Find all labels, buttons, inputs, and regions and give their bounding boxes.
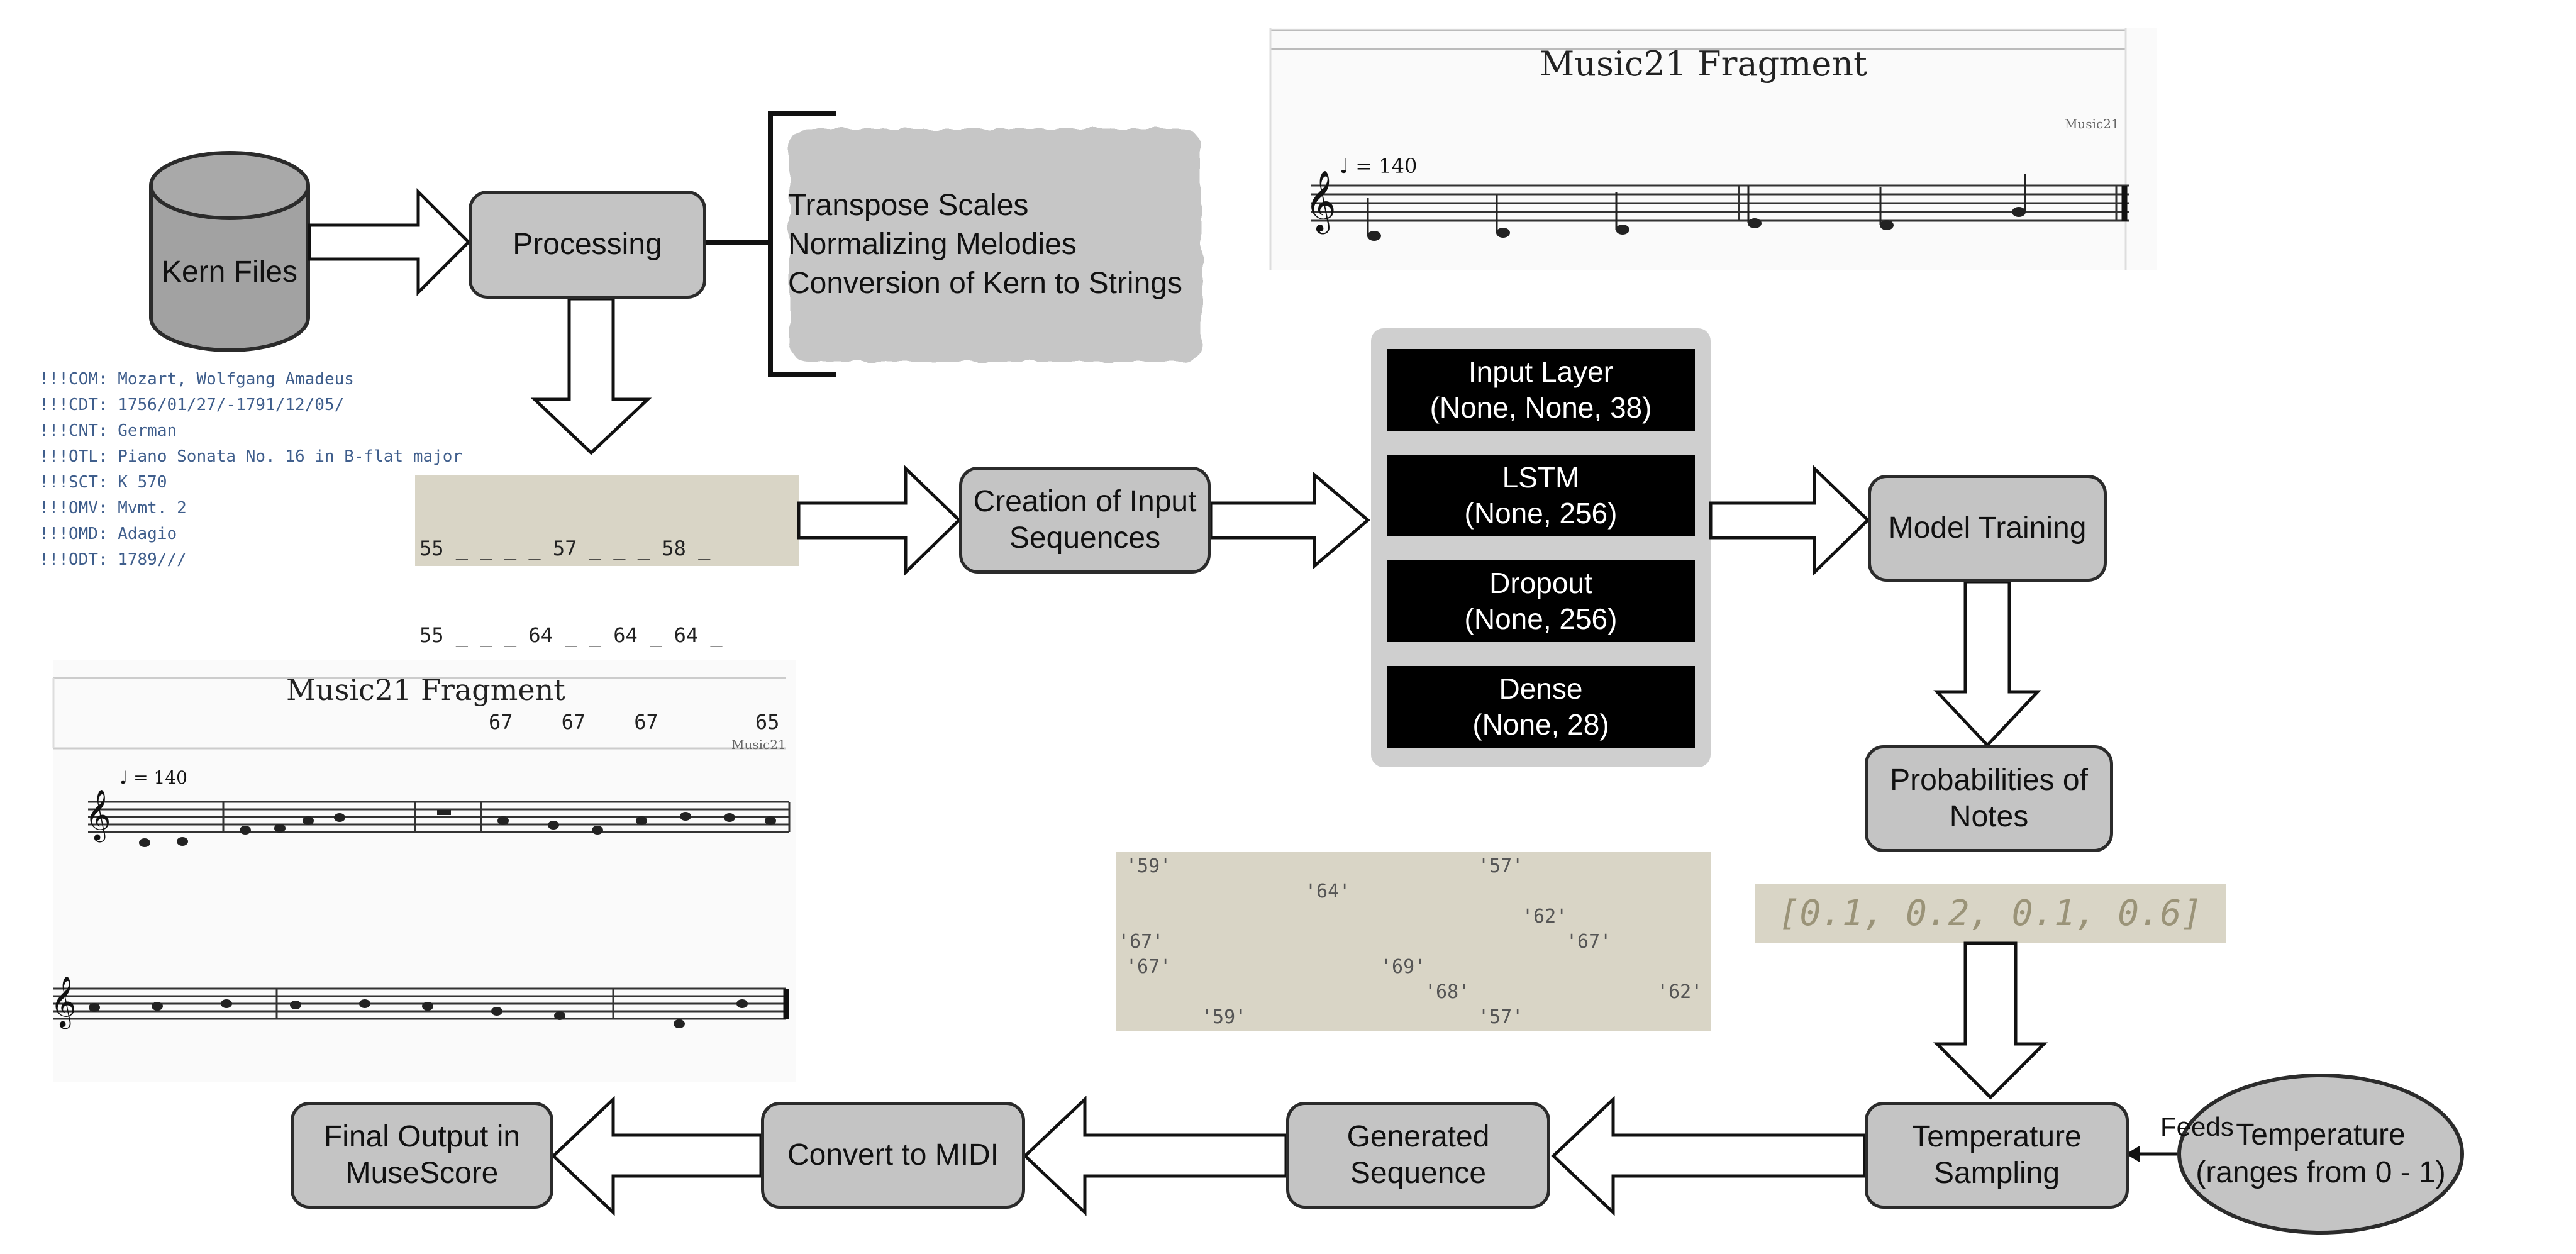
kern-header-line: !!!OMD: Adagio bbox=[39, 524, 177, 543]
arrow-sequence-to-creation bbox=[797, 465, 962, 576]
temperature-sampling-label: Temperature Sampling bbox=[1912, 1120, 2082, 1190]
processing-label: Processing bbox=[513, 228, 662, 262]
final-output-label: Final Output in MuseScore bbox=[323, 1120, 521, 1190]
music21-fragment-sub: Music21 bbox=[2065, 116, 2119, 131]
music21-fragment-title: Music21 Fragment bbox=[1540, 44, 1867, 84]
generated-token: '62' bbox=[1657, 981, 1703, 1003]
kern-files-label: Kern Files bbox=[161, 255, 298, 289]
string-sequence-line: 55 _ _ _ _ 57 _ _ _ 58 _ bbox=[419, 536, 711, 560]
generated-tokens-panel bbox=[1116, 852, 1711, 1031]
kern-header-line: !!!CDT: 1756/01/27/-1791/12/05/ bbox=[39, 396, 345, 414]
convert-to-midi-label: Convert to MIDI bbox=[787, 1138, 999, 1172]
model-layer-lstm: LSTM (None, 256) bbox=[1387, 455, 1695, 536]
processing-steps: Transpose Scales Normalizing Melodies Co… bbox=[788, 186, 1182, 303]
final-output-box: Final Output in MuseScore bbox=[291, 1102, 553, 1209]
arrow-midi-to-output bbox=[551, 1096, 763, 1216]
temperature-label: Temperature (ranges from 0 - 1) bbox=[2179, 1116, 2462, 1192]
model-layer-dropout: Dropout (None, 256) bbox=[1387, 560, 1695, 642]
arrow-vector-to-sampling bbox=[1933, 941, 2048, 1100]
step-transpose-scales: Transpose Scales bbox=[788, 189, 1029, 222]
kern-header-line: !!!OTL: Piano Sonata No. 16 in B-flat ma… bbox=[39, 447, 463, 466]
creation-input-sequences-box: Creation of Input Sequences bbox=[959, 467, 1211, 574]
creation-input-sequences-label: Creation of Input Sequences bbox=[973, 485, 1197, 555]
model-training-box: Model Training bbox=[1868, 475, 2107, 582]
string-sequence-text: 55 _ _ _ _ 57 _ _ _ 58 _ 55 _ _ _ 64 _ _… bbox=[419, 476, 779, 765]
generated-token: '62' bbox=[1522, 906, 1568, 928]
probabilities-of-notes-label: Probabilities of Notes bbox=[1890, 763, 2088, 833]
string-sequence-panel bbox=[415, 475, 799, 566]
processing-box: Processing bbox=[469, 191, 706, 299]
generated-token: '59' bbox=[1126, 855, 1172, 877]
generated-token: '59' bbox=[1201, 1006, 1247, 1028]
temperature-sampling-box: Temperature Sampling bbox=[1865, 1102, 2129, 1209]
kern-header-line: !!!ODT: 1789/// bbox=[39, 550, 187, 569]
step-conversion-kern-strings: Conversion of Kern to Strings bbox=[788, 267, 1182, 300]
kern-header-line: !!!CNT: German bbox=[39, 421, 177, 440]
kern-header-line: !!!COM: Mozart, Wolfgang Amadeus bbox=[39, 370, 354, 389]
temperature-ellipse bbox=[2177, 1074, 2464, 1235]
generated-token-filler bbox=[1123, 865, 1704, 1028]
generated-sequence-box: Generated Sequence bbox=[1286, 1102, 1550, 1209]
arrow-kern-to-processing bbox=[308, 187, 471, 297]
music21-fragment-top bbox=[1269, 28, 2157, 270]
string-sequence-line: 67 67 67 65 bbox=[489, 710, 780, 734]
generated-token: '64' bbox=[1305, 880, 1351, 902]
music21-fragment-title: Music21 Fragment bbox=[286, 673, 565, 707]
arrow-training-to-probabilities bbox=[1933, 580, 2041, 748]
kern-header-line: !!!SCT: K 570 bbox=[39, 473, 167, 492]
convert-to-midi-box: Convert to MIDI bbox=[761, 1102, 1025, 1209]
arrow-sampling-to-generated bbox=[1551, 1096, 1867, 1216]
arrow-creation-to-model bbox=[1209, 471, 1370, 570]
arrow-processing-down bbox=[530, 297, 652, 455]
feeds-arrow-head bbox=[2126, 1146, 2140, 1162]
tempo-marking: ♩ = 140 bbox=[119, 767, 187, 788]
generated-token: '68' bbox=[1424, 981, 1470, 1003]
probability-vector-panel bbox=[1755, 884, 2226, 943]
processing-bracket bbox=[768, 111, 836, 377]
tempo-marking: ♩ = 140 bbox=[1340, 154, 1418, 178]
generated-sequence-label: Generated Sequence bbox=[1346, 1120, 1490, 1190]
model-architecture-panel bbox=[1371, 328, 1711, 767]
step-normalizing-melodies: Normalizing Melodies bbox=[788, 228, 1077, 261]
treble-clef-icon: 𝄞 bbox=[85, 789, 111, 840]
arrow-model-to-training bbox=[1709, 465, 1870, 576]
feeds-label: Feeds bbox=[2160, 1112, 2234, 1141]
probabilities-of-notes-box: Probabilities of Notes bbox=[1865, 745, 2113, 852]
model-training-label: Model Training bbox=[1888, 511, 2087, 545]
model-layer-input: Input Layer (None, None, 38) bbox=[1387, 349, 1695, 431]
probability-vector-text: [0.1, 0.2, 0.1, 0.6] bbox=[1778, 893, 2203, 934]
generated-token: '69' bbox=[1380, 956, 1426, 978]
kern-header-line: !!!OMV: Mvmt. 2 bbox=[39, 499, 187, 518]
generated-token: '67' bbox=[1566, 931, 1612, 953]
arrow-generated-to-midi bbox=[1023, 1096, 1288, 1216]
string-sequence-line: 55 _ _ _ 64 _ _ 64 _ 64 _ bbox=[419, 623, 723, 647]
model-layer-dense: Dense (None, 28) bbox=[1387, 666, 1695, 748]
treble-clef-icon: 𝄞 bbox=[50, 975, 77, 1027]
temperature-title: Temperature bbox=[2236, 1118, 2406, 1151]
temperature-range: (ranges from 0 - 1) bbox=[2196, 1156, 2446, 1189]
treble-clef-icon: 𝄞 bbox=[1305, 170, 1336, 231]
generated-token: '67' bbox=[1126, 956, 1172, 978]
kern-files-cylinder bbox=[149, 151, 310, 352]
generated-token: '67' bbox=[1118, 931, 1164, 953]
music21-fragment-sub: Music21 bbox=[731, 737, 786, 752]
generated-token: '57' bbox=[1478, 1006, 1524, 1028]
music21-fragment-left bbox=[52, 660, 796, 1082]
generated-token: '57' bbox=[1478, 855, 1524, 877]
processing-steps-panel bbox=[789, 129, 1201, 362]
